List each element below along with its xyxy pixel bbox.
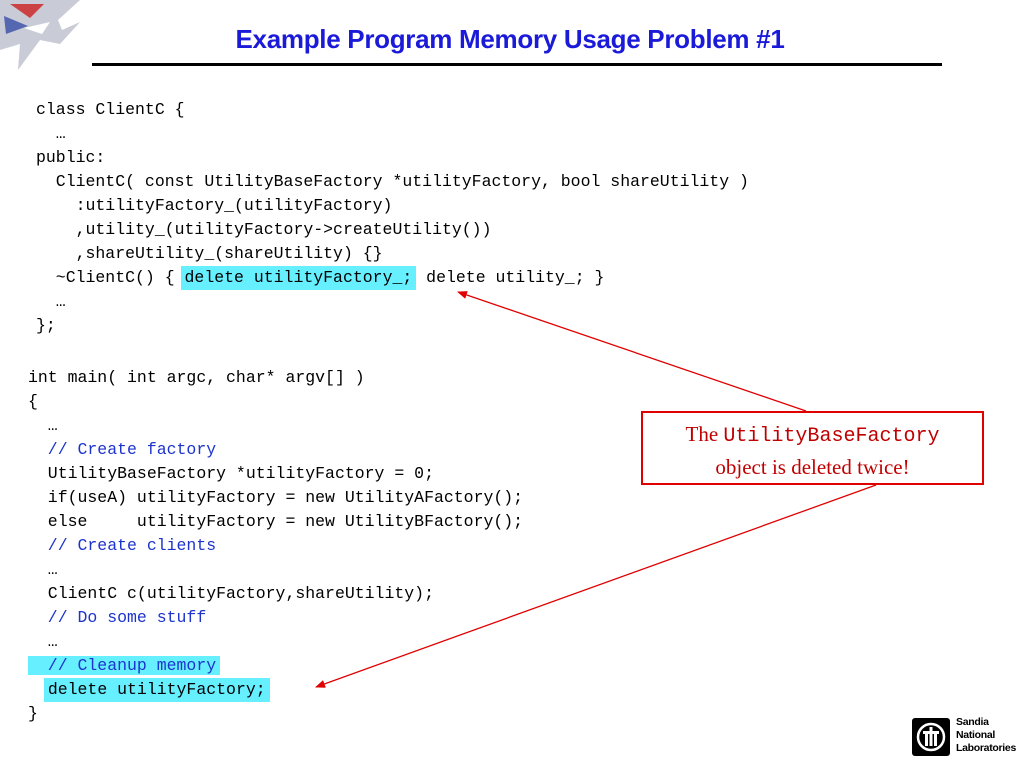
logo-line-1: Sandia	[956, 716, 989, 728]
code-line: };	[36, 316, 56, 335]
double-delete-callout: The UtilityBaseFactory object is deleted…	[641, 411, 984, 485]
code-line: }	[28, 704, 38, 723]
code-line: // Cleanup memory	[28, 654, 523, 678]
highlighted-code: delete utilityFactory;	[43, 678, 270, 702]
title-divider	[92, 63, 942, 66]
sandia-logo: Sandia National Laboratories	[912, 716, 1016, 760]
code-line: :utilityFactory_(utilityFactory)	[36, 196, 393, 215]
code-line: ~ClientC() { delete utilityFactory_; del…	[36, 266, 749, 290]
thunderbird-icon	[912, 718, 950, 756]
code-line: if(useA) utilityFactory = new UtilityAFa…	[28, 488, 524, 507]
slide-title: Example Program Memory Usage Problem #1	[235, 24, 785, 54]
highlighted-code: delete utilityFactory_;	[180, 266, 417, 290]
code-comment: // Create factory	[28, 440, 217, 459]
logo-line-2: National	[956, 729, 996, 741]
code-line: …	[36, 292, 66, 311]
code-line: {	[28, 392, 38, 411]
logo-line-3: Laboratories	[956, 742, 1016, 754]
code-line: class ClientC {	[36, 100, 185, 119]
main-code-block: int main( int argc, char* argv[] ) { … //…	[28, 366, 523, 726]
callout-class-name: UtilityBaseFactory	[723, 425, 940, 448]
code-line: ,utility_(utilityFactory->createUtility(…	[36, 220, 492, 239]
code-line: public:	[36, 148, 106, 167]
code-comment: // Cleanup memory	[28, 656, 221, 675]
code-line: // Create clients	[28, 534, 523, 558]
code-line: …	[36, 124, 66, 143]
callout-line2: object is deleted twice!	[715, 455, 910, 479]
code-segment: ~ClientC() {	[36, 268, 185, 287]
code-comment: // Create clients	[28, 536, 217, 555]
code-line: // Do some stuff	[28, 606, 523, 630]
code-line: …	[28, 416, 58, 435]
star-logo-icon	[0, 0, 80, 70]
code-line: …	[28, 632, 58, 651]
code-line: delete utilityFactory;	[28, 678, 523, 702]
code-line: …	[28, 560, 58, 579]
callout-prefix: The	[685, 422, 724, 446]
code-line: int main( int argc, char* argv[] )	[28, 368, 365, 387]
code-line: ClientC( const UtilityBaseFactory *utili…	[36, 172, 749, 191]
code-line: // Create factory	[28, 438, 523, 462]
code-line: ,shareUtility_(shareUtility) {}	[36, 244, 383, 263]
class-code-block: class ClientC { … public: ClientC( const …	[36, 98, 749, 338]
code-comment: // Do some stuff	[28, 608, 207, 627]
code-line: else utilityFactory = new UtilityBFactor…	[28, 512, 524, 531]
code-segment: delete utility_; }	[416, 268, 605, 287]
code-line: UtilityBaseFactory *utilityFactory = 0;	[28, 464, 434, 483]
code-line: ClientC c(utilityFactory,shareUtility);	[28, 584, 434, 603]
